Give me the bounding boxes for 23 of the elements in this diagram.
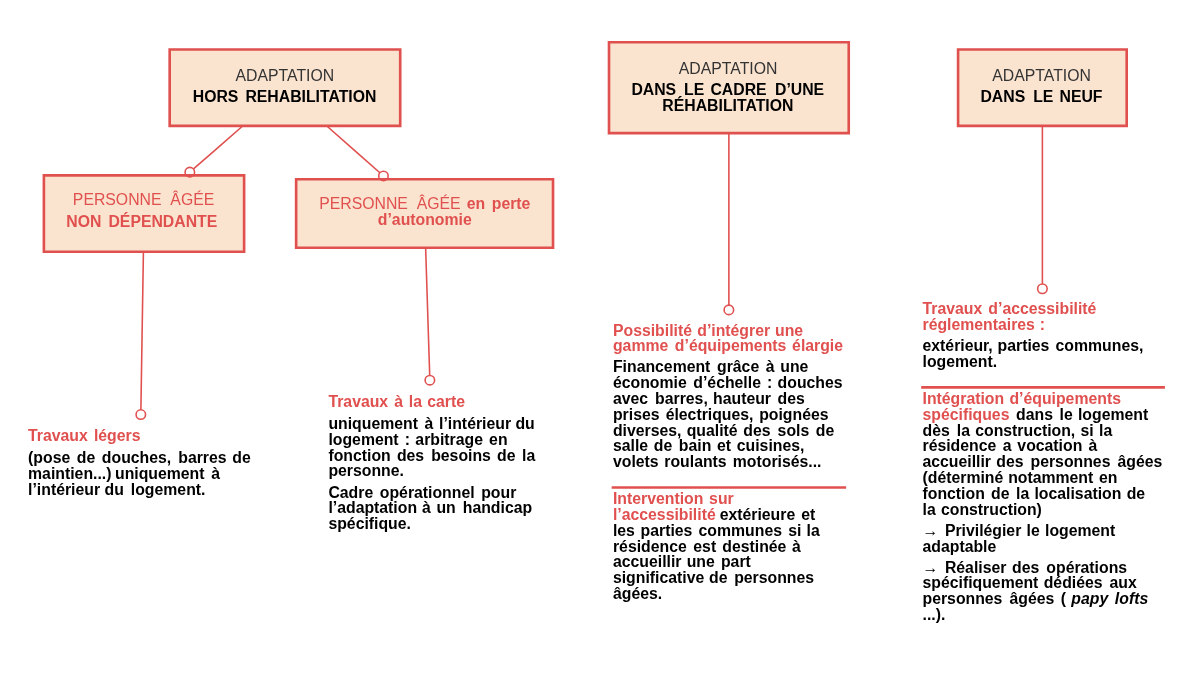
connector: [424, 246, 436, 386]
connector: [135, 250, 147, 420]
node-box: ADAPTATION HORS REHABILITATION: [168, 47, 402, 127]
node-label: → Réaliser des opérations spécifiquement dédiées aux personnes âgées (papy lofts...).: [922, 558, 1149, 623]
node-text: Travaux à la carte uniquement à l’intérieur du logement : arbitrage en fonction des besoins de la personne. Cadre opérationnel pour l’adaptation à un handicap spécifique.: [328, 392, 536, 532]
node-label: Intégration d’équipements spécifiques dans le logement dès la construction, si la résidence a vocation à accueillir des personnes âgées (déterminé notamment en fonction de la localisation de la construction): [922, 389, 1163, 518]
connector: [1036, 124, 1048, 294]
node-label: Possibilité d’intégrer une gamme d’équipements élargie: [612, 321, 844, 354]
node-box: PERSONNE ÂGÉE NON DÉPENDANTE: [42, 173, 246, 253]
connector: [326, 124, 389, 181]
node-label: extérieur, parties communes, logement.: [922, 336, 1144, 370]
node-text: Travaux légers (pose de douches, barres de maintien...) uniquement à l’intérieur du logement.: [28, 426, 251, 498]
node-label: Travaux d’accessibilité réglementaires :: [922, 299, 1097, 333]
node-box: ADAPTATION DANS LE NEUF: [956, 47, 1128, 127]
node-label: Financement grâce à une économie d’échelle : douches avec barres, hauteur des prises électriques, poignées diverses, qualité des sols de salle de bain et cuisines, volets roulants motorisés...: [612, 357, 843, 470]
node-box: ADAPTATION DANS LE CADRE D’UNE RÉHABILITATION: [607, 40, 851, 134]
node-label: Intervention sur l’accessibilité extérieure et les parties communes si la résidence est destinée à accueillir une part significative de personnes âgées.: [612, 489, 820, 602]
connector: [184, 124, 244, 178]
node-box: PERSONNE ÂGÉE en perte d’autonomie: [294, 177, 555, 249]
node-box: [921, 385, 1165, 389]
node-label: → Privilégier le logement adaptable: [922, 521, 1116, 555]
connector: [723, 132, 735, 315]
node-box: [611, 485, 847, 489]
